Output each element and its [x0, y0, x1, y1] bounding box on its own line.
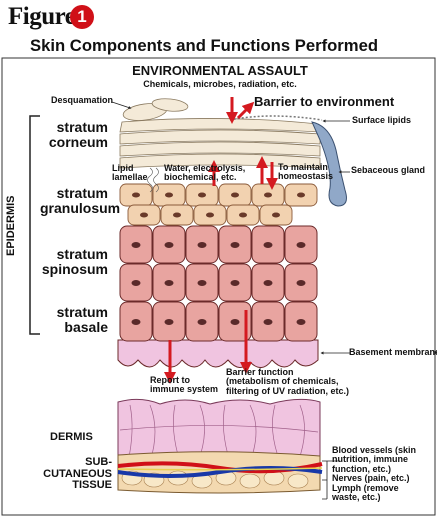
desquamation-label: Desquamation	[51, 96, 113, 105]
cell-nucleus	[297, 280, 306, 286]
cell-nucleus	[272, 213, 280, 218]
epidermis-bracket	[30, 116, 40, 334]
cell-nucleus	[297, 319, 306, 325]
cell-nucleus	[198, 280, 207, 286]
cell-nucleus	[231, 193, 239, 198]
stratum-granulosum-cells	[120, 184, 317, 225]
cell-nucleus	[264, 193, 272, 198]
cell-nucleus	[165, 280, 174, 286]
cell-nucleus	[264, 242, 273, 248]
cell-nucleus	[231, 319, 240, 325]
barrier-function-label: Barrier function(metabolism of chemicals…	[226, 368, 349, 396]
cell-nucleus	[132, 319, 141, 325]
barrier-to-environment-label: Barrier to environment	[254, 95, 394, 109]
cell-nucleus	[165, 319, 174, 325]
cell-nucleus	[264, 319, 273, 325]
cell-nucleus	[297, 193, 305, 198]
epidermis-label: EPIDERMIS	[6, 195, 18, 256]
cell-nucleus	[198, 319, 207, 325]
cell-nucleus	[132, 242, 141, 248]
cell-nucleus	[132, 193, 140, 198]
cell-nucleus	[231, 280, 240, 286]
sebaceous-gland-label: Sebaceous gland	[351, 166, 425, 175]
basement-membrane-label: Basement membrane	[349, 348, 437, 357]
dermis-label: DERMIS	[50, 432, 93, 444]
water-electrolysis-label: Water, electrolysis,biochemical, etc.	[164, 164, 245, 183]
cell-nucleus	[264, 280, 273, 286]
cell-nucleus	[231, 242, 240, 248]
cell-nucleus	[206, 213, 214, 218]
cell-grid	[120, 226, 317, 341]
basement-membrane	[118, 340, 318, 368]
barrier-arrow	[238, 106, 250, 118]
surface-lipids-label: Surface lipids	[352, 116, 411, 125]
cell-nucleus	[198, 242, 207, 248]
cell-nucleus	[297, 242, 306, 248]
stratum-corneum-layers	[120, 118, 320, 168]
cell-nucleus	[140, 213, 148, 218]
cell-nucleus	[132, 280, 141, 286]
cell-nucleus	[239, 213, 247, 218]
cell-nucleus	[198, 193, 206, 198]
cell-nucleus	[165, 242, 174, 248]
environmental-assault-subheading: Chemicals, microbes, radiation, etc.	[120, 80, 320, 89]
environmental-assault-heading: ENVIRONMENTAL ASSAULT	[120, 64, 320, 78]
cell-nucleus	[173, 213, 181, 218]
cell-nucleus	[165, 193, 173, 198]
